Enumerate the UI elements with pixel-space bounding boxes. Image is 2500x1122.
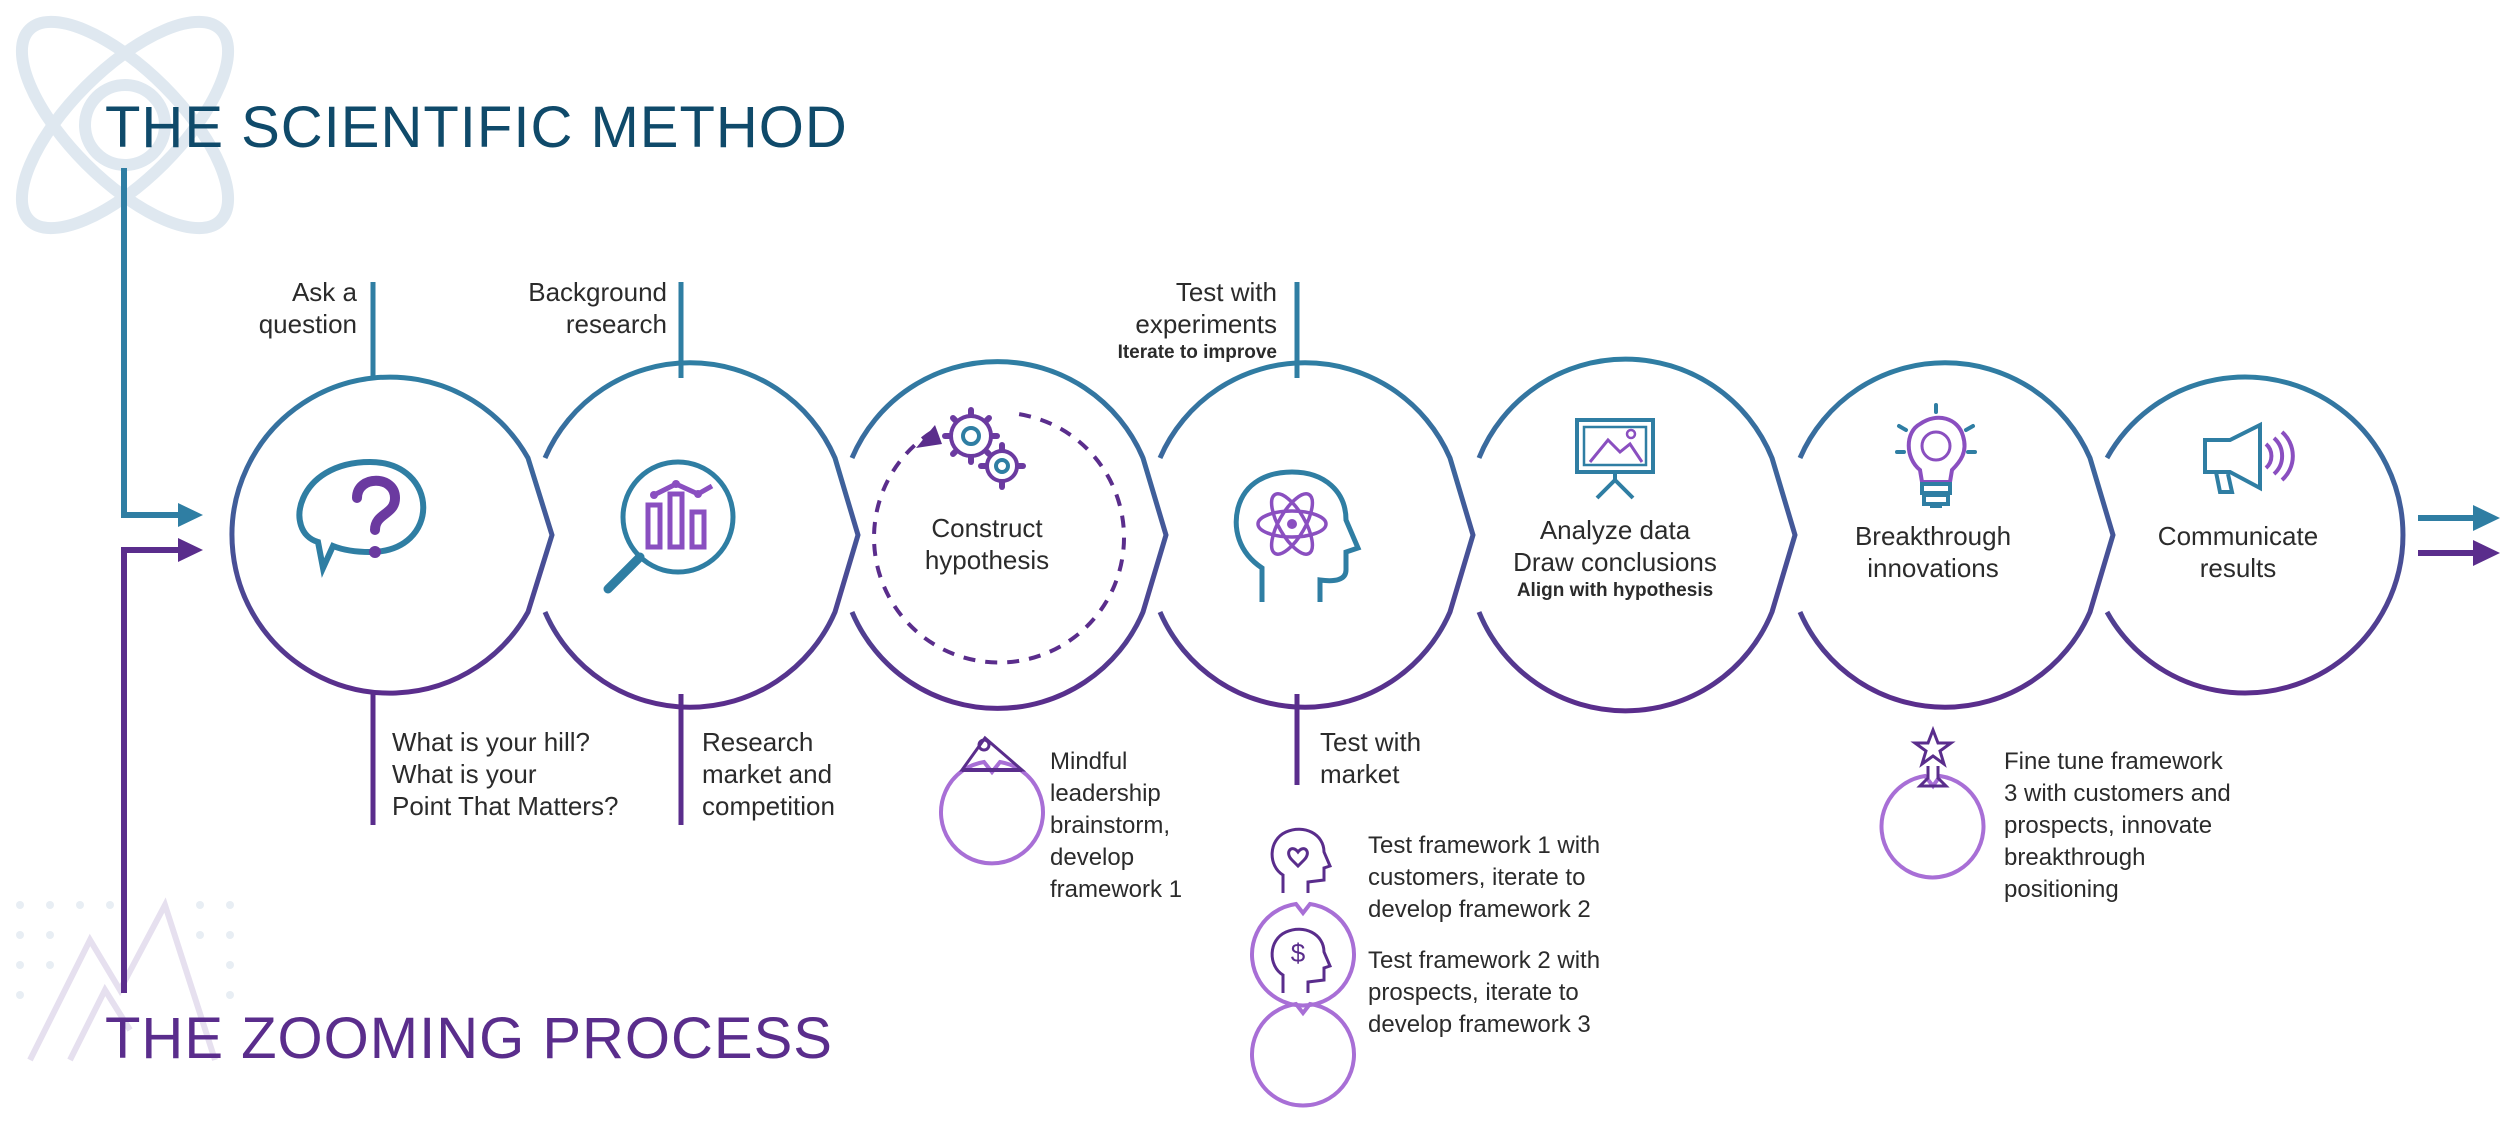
question-bubble-icon — [299, 462, 423, 568]
label-framework2: Test framework 2 with prospects, iterate… — [1368, 945, 1600, 1041]
award-trophy-icon — [1882, 730, 1984, 877]
note-iterate: Iterate to improve — [1118, 340, 1277, 366]
label-test-market: Test with market — [1320, 726, 1421, 790]
label-research-market: Research market and competition — [702, 726, 835, 822]
zooming-process-title: THE ZOOMING PROCESS — [105, 1010, 833, 1068]
note-align: Align with hypothesis — [1465, 578, 1765, 604]
svg-text:$: $ — [1291, 938, 1306, 968]
label-ask-question: Ask a question — [259, 276, 357, 340]
presentation-board-icon — [1577, 420, 1653, 498]
label-analyze-data: Analyze data Draw conclusions Align with… — [1465, 514, 1765, 604]
label-communicate: Communicate results — [2088, 520, 2388, 584]
label-test-experiments: Test with experiments Iterate to improve — [1118, 276, 1277, 366]
head-dollar-icon: $ — [1252, 929, 1354, 1105]
gears-icon — [945, 410, 1023, 487]
megaphone-icon — [2205, 425, 2293, 492]
head-atom-icon — [1236, 472, 1358, 602]
label-construct-hypothesis: Construct hypothesis — [887, 512, 1087, 576]
magnifier-chart-icon — [608, 462, 733, 589]
lightbulb-icon — [1897, 405, 1975, 506]
label-mindful: Mindful leadership brainstorm, develop f… — [1050, 746, 1182, 906]
label-finetune: Fine tune framework 3 with customers and… — [2004, 746, 2231, 906]
circle-ask — [232, 377, 552, 693]
label-hill: What is your hill? What is your Point Th… — [392, 726, 618, 822]
circle-test — [1160, 363, 1473, 707]
head-heart-icon — [1252, 829, 1354, 1005]
label-background-research: Background research — [528, 276, 667, 340]
meeting-table-icon — [941, 738, 1043, 863]
label-breakthrough: Breakthrough innovations — [1783, 520, 2083, 584]
label-framework1: Test framework 1 with customers, iterate… — [1368, 830, 1600, 926]
zooming-process-flow-line — [124, 538, 203, 993]
scientific-method-title: THE SCIENTIFIC METHOD — [105, 99, 848, 157]
output-arrows — [2418, 505, 2500, 566]
